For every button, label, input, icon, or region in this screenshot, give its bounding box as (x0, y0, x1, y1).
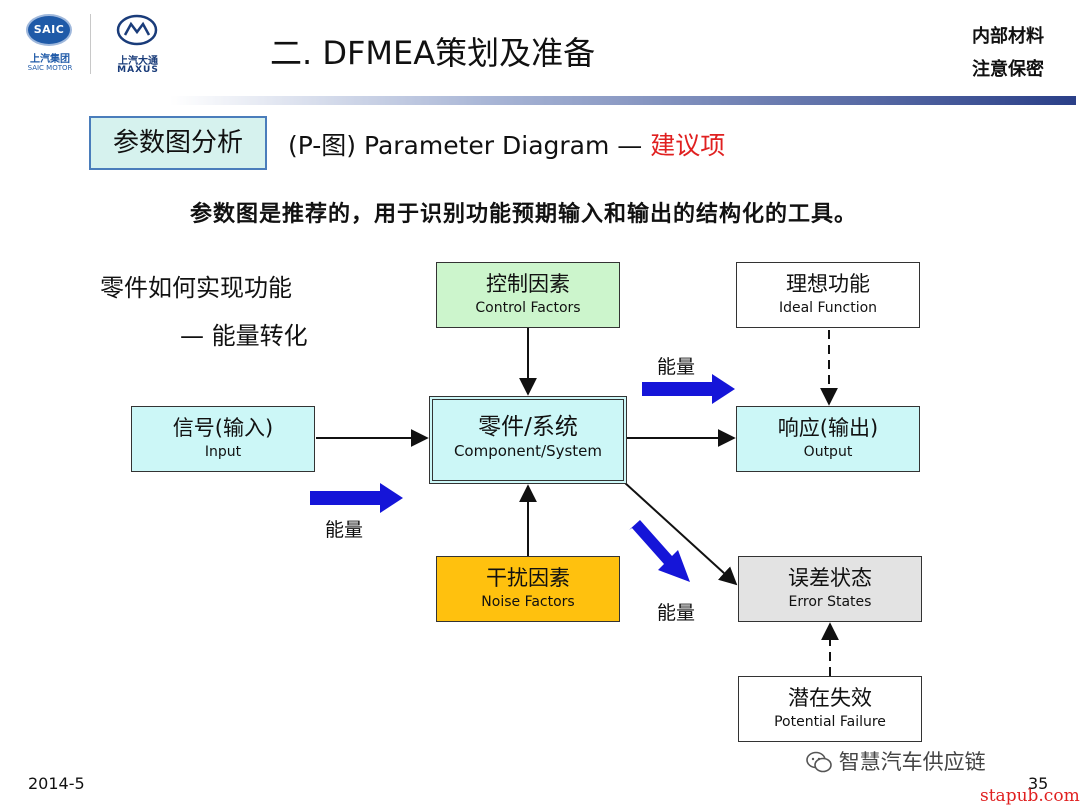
page-title: 二. DFMEA策划及准备 (270, 34, 596, 72)
maxus-en-name: MAXUS (117, 65, 159, 75)
ideal-function-box: 理想功能 Ideal Function (736, 262, 920, 328)
site-watermark: stapub.com (980, 786, 1080, 806)
confidential-label: 内部材料 注意保密 (972, 20, 1044, 86)
potential-failure-en: Potential Failure (774, 714, 886, 730)
confidential-line-1: 内部材料 (972, 26, 1044, 47)
control-factors-en: Control Factors (475, 300, 581, 316)
input-en: Input (204, 444, 242, 460)
noise-factors-cn: 干扰因素 (486, 566, 570, 590)
component-system-en: Component/System (453, 442, 603, 460)
wechat-icon (806, 751, 832, 773)
confidential-line-2: 注意保密 (972, 59, 1044, 80)
section-description: (P-图) Parameter Diagram — 建议项 (288, 126, 725, 162)
input-box: 信号(输入) Input (131, 406, 315, 472)
control-factors-cn: 控制因素 (486, 272, 570, 296)
error-states-en: Error States (788, 594, 872, 610)
section-subtitle: 参数图是推荐的，用于识别功能预期输入和输出的结构化的工具。 (190, 202, 858, 227)
error-states-box: 误差状态 Error States (738, 556, 922, 622)
watermark: 智慧汽车供应链 (806, 746, 986, 776)
energy-arrow-left-icon (310, 483, 403, 513)
input-cn: 信号(输入) (172, 416, 274, 440)
header-gradient-bar (170, 96, 1076, 105)
arrow-system-to-error (623, 481, 738, 586)
ideal-function-cn: 理想功能 (786, 272, 870, 296)
noise-factors-en: Noise Factors (481, 594, 575, 610)
energy-label-left: 能量 (325, 519, 364, 541)
component-system-cn: 零件/系统 (478, 414, 578, 440)
output-box: 响应(输出) Output (736, 406, 920, 472)
saic-cn-name: 上汽集团 (30, 54, 70, 65)
section-description-prefix: (P-图) Parameter Diagram — (288, 131, 651, 160)
note-line-2: — 能量转化 (180, 322, 308, 350)
saic-en-name: SAIC MOTOR (27, 64, 73, 72)
page-number: 35 (1028, 774, 1049, 793)
watermark-text: 智慧汽车供应链 (838, 750, 986, 774)
potential-failure-cn: 潜在失效 (788, 686, 872, 710)
error-states-cn: 误差状态 (788, 566, 872, 590)
control-factors-box: 控制因素 Control Factors (436, 262, 620, 328)
energy-arrow-bottom-icon (629, 520, 690, 582)
footer-date: 2014-5 (28, 774, 85, 793)
section-label-box: 参数图分析 (89, 116, 267, 170)
section-description-highlight: 建议项 (650, 131, 726, 160)
noise-factors-box: 干扰因素 Noise Factors (436, 556, 620, 622)
output-cn: 响应(输出) (777, 416, 879, 440)
maxus-logo: 上汽大通 MAXUS (102, 12, 174, 75)
energy-arrow-top-icon (642, 374, 735, 404)
output-en: Output (803, 444, 853, 460)
component-system-box: 零件/系统 Component/System (429, 396, 627, 484)
maxus-emblem-icon (116, 14, 158, 46)
saic-logo: SAIC 上汽集团 SAIC MOTOR (22, 12, 78, 72)
energy-label-bottom: 能量 (657, 602, 696, 624)
potential-failure-box: 潜在失效 Potential Failure (738, 676, 922, 742)
maxus-cn-name: 上汽大通 (118, 56, 158, 67)
saic-emblem: SAIC (26, 14, 72, 46)
note-line-1: 零件如何实现功能 (100, 274, 292, 302)
energy-label-top: 能量 (657, 356, 696, 378)
logo-divider (90, 14, 91, 74)
ideal-function-en: Ideal Function (778, 300, 878, 316)
